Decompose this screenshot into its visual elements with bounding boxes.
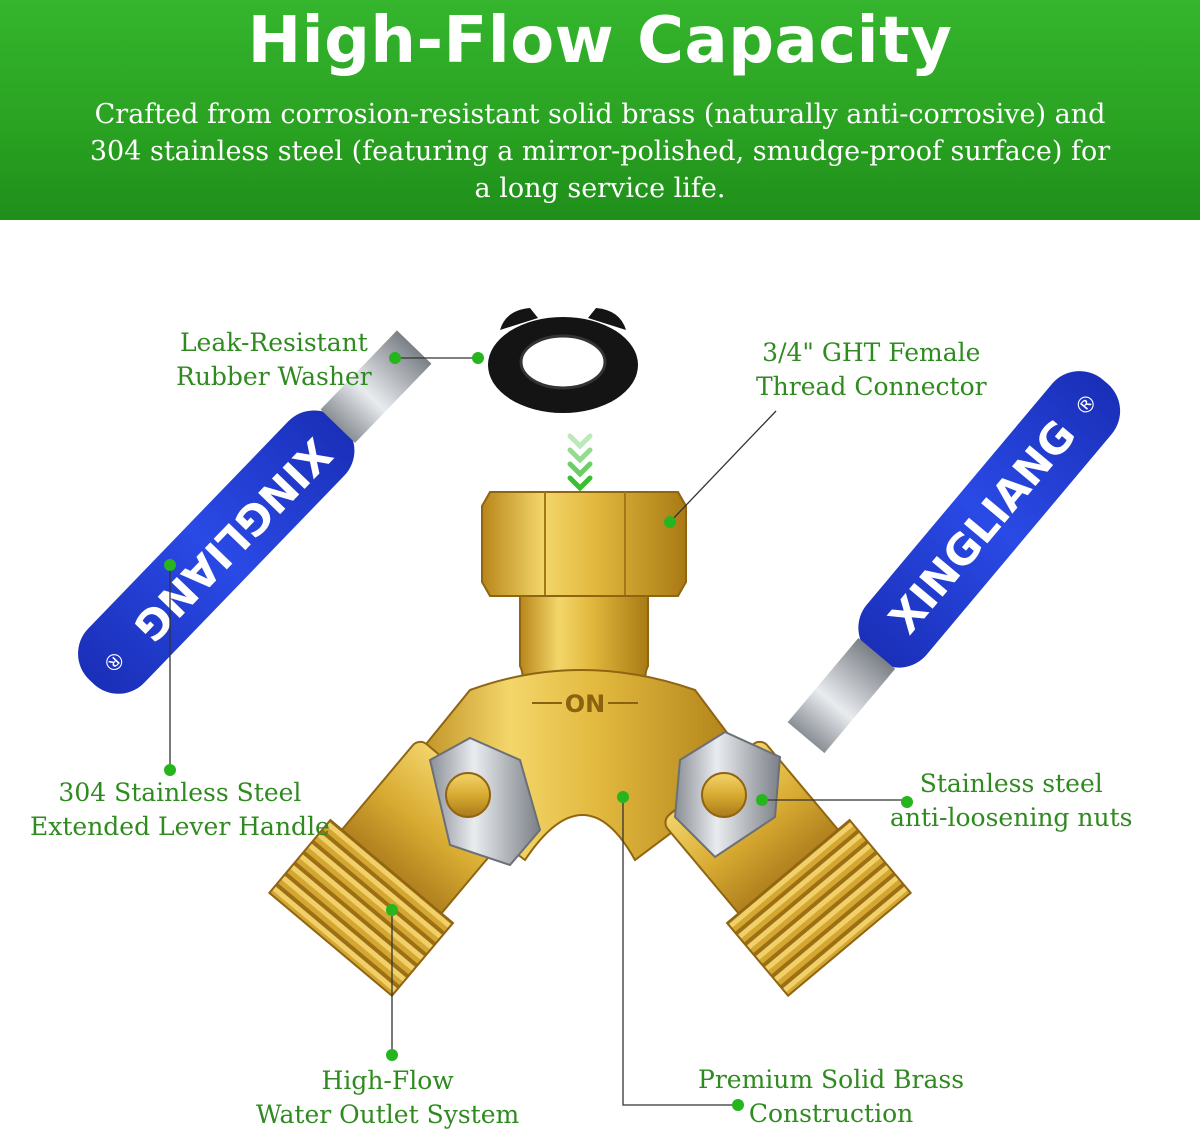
callout-line: Water Outlet System bbox=[256, 1100, 520, 1129]
callout-line: Stainless steel bbox=[919, 769, 1103, 798]
on-marking: ON bbox=[565, 690, 606, 718]
banner-subtitle: Crafted from corrosion-resistant solid b… bbox=[20, 96, 1180, 207]
left-stainless-nut bbox=[428, 736, 542, 867]
callout-thread-connector: 3/4" GHT Female Thread Connector bbox=[756, 336, 987, 404]
callout-lever-handle: 304 Stainless Steel Extended Lever Handl… bbox=[30, 776, 330, 844]
banner-subtitle-line1: Crafted from corrosion-resistant solid b… bbox=[94, 99, 1106, 130]
callout-line: Premium Solid Brass bbox=[698, 1065, 965, 1094]
banner-subtitle-line3: a long service life. bbox=[474, 173, 726, 204]
callout-line: 3/4" GHT Female bbox=[762, 338, 981, 367]
header-banner: High-Flow Capacity Crafted from corrosio… bbox=[0, 0, 1200, 220]
left-brand-text: XINGLIANG bbox=[124, 429, 341, 652]
right-lever-handle: XINGLIANG ® bbox=[787, 371, 1121, 754]
banner-title: High-Flow Capacity bbox=[247, 4, 953, 78]
callout-line: anti-loosening nuts bbox=[890, 803, 1133, 832]
right-stainless-nut bbox=[673, 730, 782, 859]
callout-dots bbox=[164, 352, 913, 1111]
callout-line: Thread Connector bbox=[756, 372, 987, 401]
callout-stainless-nuts: Stainless steel anti-loosening nuts bbox=[890, 767, 1132, 835]
callout-line: Extended Lever Handle bbox=[30, 812, 330, 841]
right-brand-text: XINGLIANG bbox=[879, 411, 1085, 643]
callout-line: Leak-Resistant bbox=[179, 328, 368, 357]
callout-water-outlet: High-Flow Water Outlet System bbox=[256, 1064, 519, 1132]
rubber-washer bbox=[488, 308, 638, 413]
banner-subtitle-line2: 304 stainless steel (featuring a mirror-… bbox=[89, 136, 1111, 167]
callout-rubber-washer: Leak-Resistant Rubber Washer bbox=[176, 326, 372, 394]
callout-line: Construction bbox=[748, 1099, 914, 1128]
flow-arrows bbox=[567, 433, 593, 492]
callout-line: High-Flow bbox=[321, 1066, 454, 1095]
callout-line: Rubber Washer bbox=[176, 362, 372, 391]
callout-leaders bbox=[169, 357, 907, 1106]
callout-line: 304 Stainless Steel bbox=[58, 778, 302, 807]
ght-female-connector bbox=[481, 491, 687, 597]
callout-solid-brass: Premium Solid Brass Construction bbox=[698, 1063, 964, 1131]
